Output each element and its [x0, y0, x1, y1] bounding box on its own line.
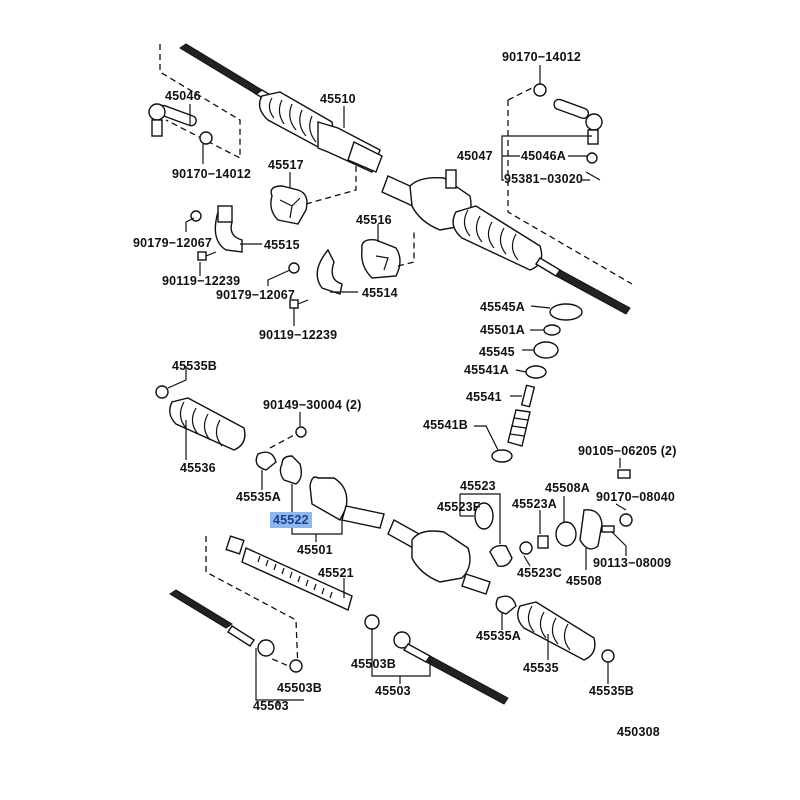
- label-90149-30004: 90149−30004 (2): [263, 398, 362, 412]
- label-45510: 45510: [320, 92, 356, 106]
- clamp-45535B-top: [155, 385, 169, 399]
- label-45503B-left: 45503B: [277, 681, 322, 695]
- bearing-45541A: [525, 365, 547, 379]
- bolt-90105: [617, 469, 631, 479]
- cap-45508: [579, 509, 603, 550]
- spring-45523A: [537, 535, 549, 549]
- label-45535A-right: 45535A: [476, 629, 521, 643]
- boot-45535: [517, 601, 596, 661]
- castle-nut: [586, 152, 598, 164]
- plug-45545: [533, 341, 559, 359]
- label-45523F: 45523F: [437, 500, 481, 514]
- label-90119-12239-a: 90119−12239: [162, 274, 241, 288]
- o-ring-45523F: [474, 502, 494, 530]
- label-45514: 45514: [362, 286, 398, 300]
- label-45535: 45535: [523, 661, 559, 675]
- nut-left: [199, 131, 213, 145]
- clamp-45535A-right: [495, 595, 517, 615]
- bracket-45514: [316, 248, 343, 295]
- bearing-45541B: [491, 449, 513, 463]
- figure-code: 450308: [617, 725, 660, 739]
- tie-rod-end-right: [553, 98, 603, 145]
- label-90119-12239-b: 90119−12239: [259, 328, 338, 342]
- rack-45521: [225, 535, 353, 611]
- tie-rod-inner-left: [169, 589, 275, 657]
- label-95381-03020: 95381−03020: [504, 172, 584, 186]
- locknut-45545A: [549, 303, 583, 321]
- leader-lines: [167, 65, 627, 706]
- nut-90170-08040: [619, 513, 633, 527]
- label-45541A: 45541A: [464, 363, 509, 377]
- label-45545A: 45545A: [480, 300, 525, 314]
- boot-45536: [169, 397, 246, 451]
- rack-guide-45523: [489, 544, 513, 568]
- o-ring-45508A: [555, 521, 577, 547]
- label-45516: 45516: [356, 213, 392, 227]
- bracket-45515: [214, 205, 243, 253]
- pinion-45541: [507, 384, 536, 447]
- label-45046A: 45046A: [521, 149, 566, 163]
- label-45541: 45541: [466, 390, 502, 404]
- label-45541B: 45541B: [423, 418, 468, 432]
- label-45535B-top: 45535B: [172, 359, 217, 373]
- cotter-pin: [585, 171, 601, 181]
- washer-45503B-right: [364, 614, 380, 630]
- clamp-45535B-bottom: [601, 649, 615, 663]
- label-45523: 45523: [460, 479, 496, 493]
- label-45545: 45545: [479, 345, 515, 359]
- label-45503-right: 45503: [375, 684, 411, 698]
- label-45046: 45046: [165, 89, 201, 103]
- label-90113-08009: 90113−08009: [593, 556, 672, 570]
- label-45503B-right: 45503B: [351, 657, 396, 671]
- bushing-45517: [270, 185, 308, 225]
- label-45501: 45501: [297, 543, 333, 557]
- label-45535A-left: 45535A: [236, 490, 281, 504]
- label-90179-12067-b: 90179−12067: [216, 288, 296, 302]
- bushing-45516: [361, 239, 401, 279]
- o-ring-45523C: [519, 541, 533, 555]
- label-45535B-bottom: 45535B: [589, 684, 634, 698]
- label-45047: 45047: [457, 149, 493, 163]
- tie-rod-end-left: [148, 103, 197, 137]
- label-90105-06205: 90105−06205 (2): [578, 444, 677, 458]
- label-45536: 45536: [180, 461, 216, 475]
- part-45522: [279, 455, 303, 485]
- label-45501A: 45501A: [480, 323, 525, 337]
- label-90179-12067-a: 90179−12067: [133, 236, 213, 250]
- nut-right: [533, 83, 547, 97]
- screw-90149: [295, 426, 307, 438]
- tie-rod-inner-right: [393, 631, 509, 705]
- label-90170-08040: 90170−08040: [596, 490, 676, 504]
- seal-45501A: [543, 324, 561, 336]
- label-45517: 45517: [268, 158, 304, 172]
- label-90170-14012-left: 90170−14012: [172, 167, 252, 181]
- label-45503-left: 45503: [253, 699, 289, 713]
- label-45522-highlighted[interactable]: 45522: [270, 512, 312, 528]
- washer-45503B-left: [289, 659, 303, 673]
- label-45508: 45508: [566, 574, 602, 588]
- clamp-45535A-left: [255, 451, 277, 471]
- label-45523A: 45523A: [512, 497, 557, 511]
- label-45508A: 45508A: [545, 481, 590, 495]
- label-45521: 45521: [318, 566, 354, 580]
- label-45515: 45515: [264, 238, 300, 252]
- screw-90113: [601, 525, 615, 533]
- rack-housing-upper: [317, 121, 631, 315]
- label-45523C: 45523C: [517, 566, 562, 580]
- rack-housing-45501: [309, 476, 491, 595]
- label-90170-14012-right: 90170−14012: [502, 50, 582, 64]
